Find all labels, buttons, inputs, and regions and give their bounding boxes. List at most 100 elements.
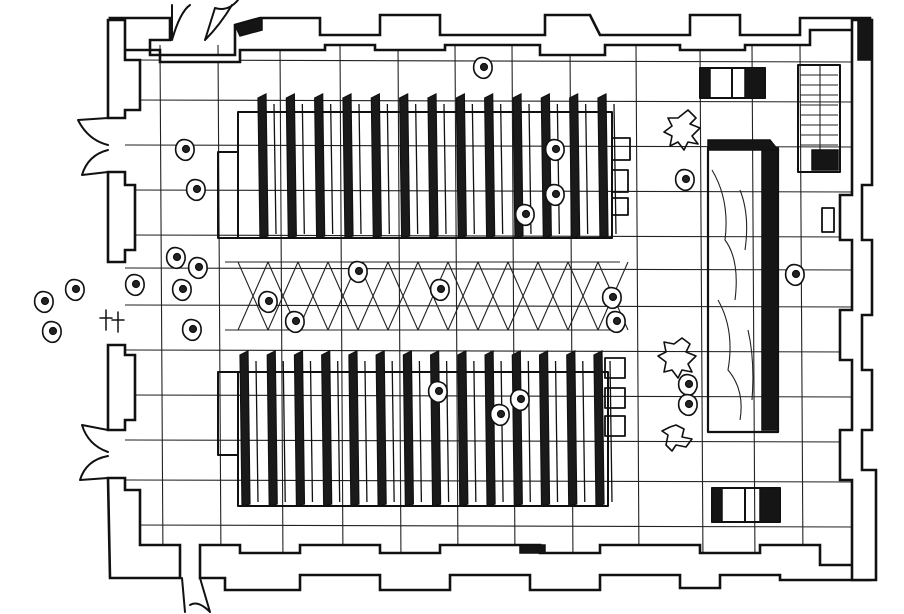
person-head [291, 316, 301, 326]
chancel-texture [711, 169, 754, 421]
grid-line-vertical [339, 44, 344, 566]
aisle-hatch [477, 261, 509, 331]
pew-back-line [582, 360, 586, 503]
pew [511, 350, 523, 507]
grid-line-vertical [799, 44, 804, 566]
pew [342, 93, 354, 239]
pew-back-line [415, 103, 419, 235]
person-head [434, 386, 444, 396]
wall-accent-top-left [233, 17, 263, 37]
person-head [172, 252, 182, 262]
person-head [40, 296, 50, 306]
person-head [612, 316, 622, 326]
pew [285, 93, 297, 239]
grid-line-horizontal [124, 267, 859, 271]
person-head [496, 409, 506, 419]
pew-back-line [364, 360, 368, 503]
aisle-hatch [537, 261, 569, 331]
pew [239, 350, 251, 507]
lectern [821, 207, 835, 233]
pew [293, 350, 306, 507]
pew [566, 350, 578, 507]
chair [604, 357, 626, 437]
plant-icon [657, 337, 697, 379]
chancel-platform [706, 139, 780, 434]
grid-line-vertical [751, 44, 756, 566]
pew [402, 350, 414, 507]
wall-left-pier [106, 343, 137, 432]
pew [427, 93, 439, 239]
pew-block-lower [217, 350, 613, 507]
pew-block-upper-frame [217, 111, 613, 239]
door-swing-icon [79, 424, 109, 481]
pew-back-line [358, 103, 362, 235]
person-head [181, 144, 191, 154]
pew-block-lower-frame [217, 371, 609, 507]
pew-back-line [273, 103, 277, 235]
pew [321, 350, 333, 507]
pew [266, 350, 278, 507]
people [33, 56, 805, 427]
post-mark [99, 309, 113, 331]
aisle-hatch [237, 261, 269, 331]
pew [455, 93, 467, 239]
person-head [684, 379, 694, 389]
aisle-hatch [447, 261, 479, 331]
pew [540, 93, 552, 239]
person-head [264, 296, 274, 306]
person-head [551, 189, 561, 199]
chancel-edge-right [761, 149, 779, 431]
pew-back-line [337, 360, 341, 503]
door-swing-icon [181, 577, 211, 613]
person-head [71, 284, 81, 294]
wall-accent-top-right [857, 19, 873, 61]
pew-back-line [282, 360, 286, 503]
door-swing-icon [77, 117, 109, 176]
pew [569, 93, 581, 239]
pew-back-line [309, 360, 314, 503]
person-head [178, 284, 188, 294]
wall-accent-bottom [519, 544, 546, 554]
furniture [604, 67, 835, 523]
pew [430, 350, 442, 507]
person-head [551, 144, 561, 154]
person-head [684, 399, 694, 409]
chancel-step-top [707, 139, 780, 151]
grid-line-horizontal [124, 304, 859, 308]
pew-back-line [500, 103, 504, 235]
wall-right [838, 18, 878, 582]
person-head [188, 324, 198, 334]
pew [348, 350, 360, 507]
grid-line-vertical [635, 44, 640, 566]
wall-left-lower [106, 476, 182, 580]
person-head [436, 284, 446, 294]
stair-landing [811, 149, 839, 171]
grid-line-vertical [454, 44, 459, 566]
pew-back-line [386, 103, 390, 235]
person-head [521, 209, 531, 219]
stair-outline [797, 64, 841, 173]
person-head [48, 326, 58, 336]
doors [77, 0, 239, 613]
pew [593, 350, 605, 507]
pew [484, 350, 496, 507]
person-head [608, 292, 618, 302]
pew [512, 93, 524, 239]
bench-top-right-fill [699, 67, 766, 99]
pew-back-line [330, 103, 334, 235]
plant-icon [663, 109, 701, 151]
pew-back-line [473, 360, 477, 503]
posts [99, 309, 125, 333]
aisle-hatch [567, 261, 599, 331]
pew [314, 93, 326, 239]
person-head [354, 266, 364, 276]
pew-back-line [613, 103, 617, 235]
wall-left-middle [106, 170, 137, 264]
pew-back-line [255, 360, 259, 503]
pew [484, 93, 496, 239]
person-head [479, 62, 489, 72]
door-swing-icon [171, 0, 239, 41]
pew [375, 350, 387, 507]
